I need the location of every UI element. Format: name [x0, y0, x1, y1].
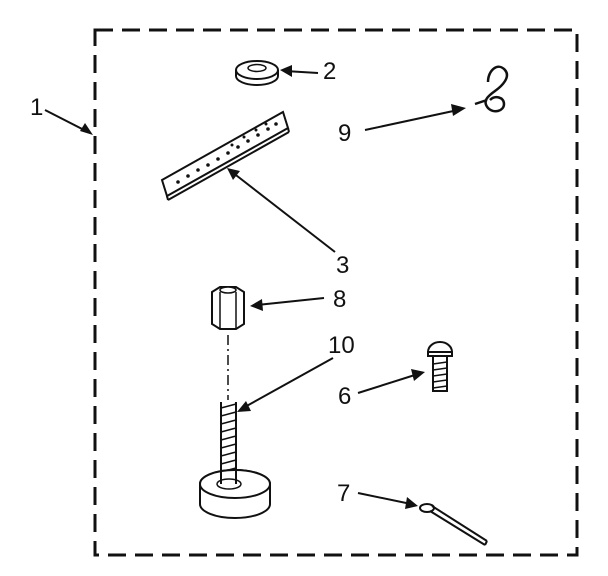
leader-line-6	[357, 369, 425, 394]
leader-line-3	[227, 168, 336, 253]
leader-line-2	[280, 65, 319, 77]
hook	[474, 65, 509, 113]
callout-10: 10	[328, 332, 355, 359]
callout-6: 6	[338, 383, 352, 410]
callout-9: 9	[338, 120, 352, 147]
coupling-nut	[211, 286, 245, 330]
callout-2: 2	[323, 58, 337, 85]
leader-line-7	[357, 492, 418, 509]
leader-line-8	[250, 297, 325, 311]
leveling-foot	[199, 402, 271, 519]
callout-1: 1	[30, 94, 44, 121]
carriage-screw	[426, 341, 454, 392]
kit-boundary	[93, 28, 579, 557]
callout-3: 3	[336, 252, 350, 279]
callout-7: 7	[337, 480, 351, 507]
leader-line-10	[237, 357, 334, 412]
washer	[235, 60, 279, 86]
perforated-bracket	[160, 110, 290, 201]
leader-line-1	[44, 109, 93, 135]
callout-8: 8	[333, 286, 347, 313]
cotter-pin	[419, 503, 488, 546]
leader-line-9	[364, 104, 466, 131]
